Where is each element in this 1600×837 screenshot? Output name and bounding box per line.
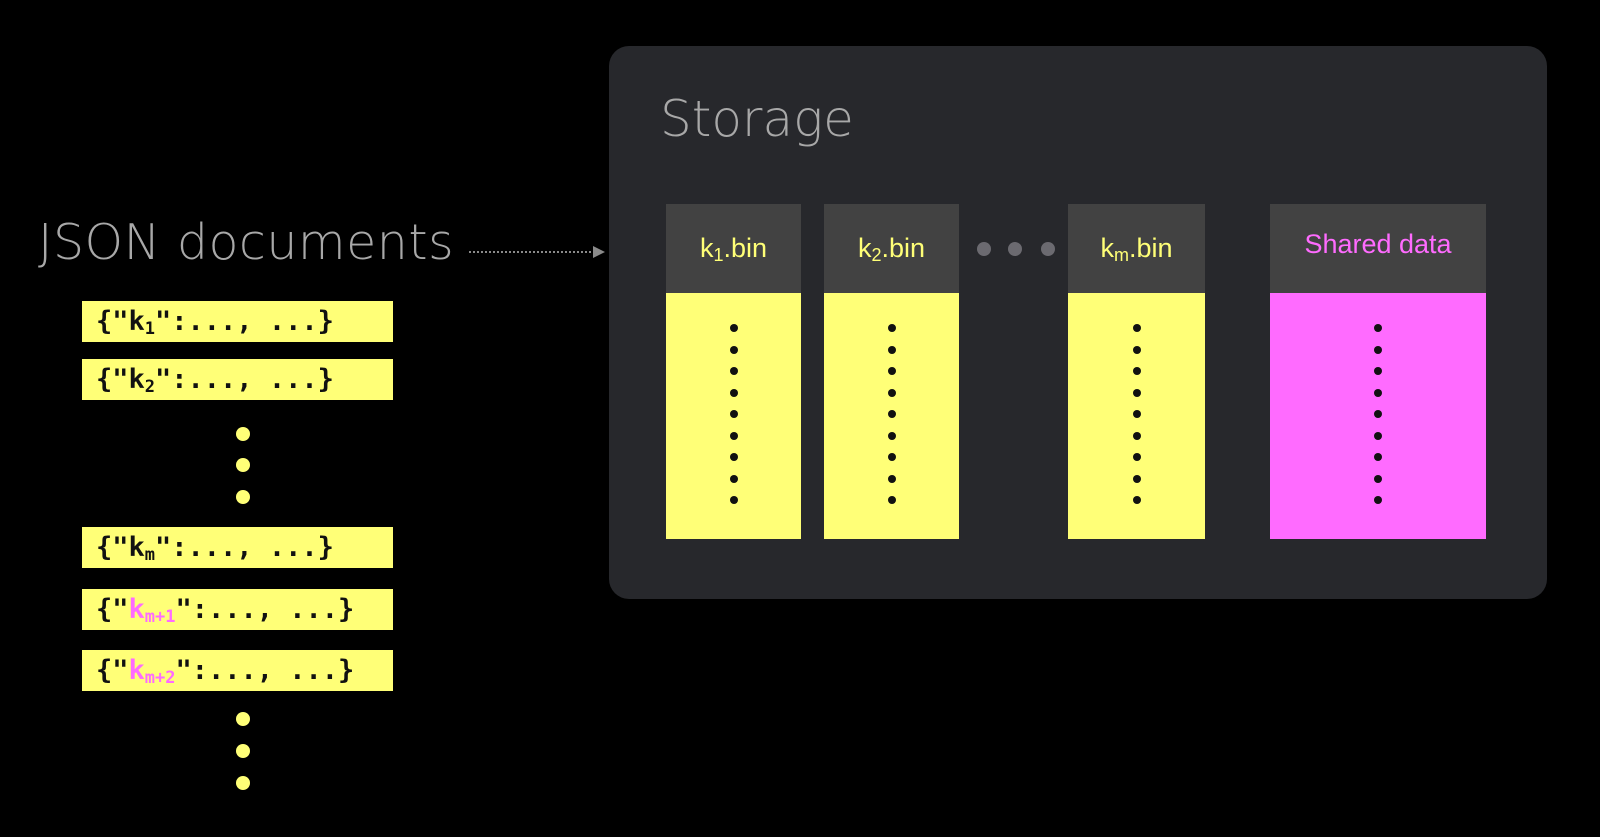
column-body — [1270, 293, 1486, 539]
ellipsis-dot — [1008, 242, 1022, 256]
arrow-icon — [469, 246, 605, 258]
vertical-ellipsis-dot — [1374, 474, 1382, 483]
vertical-ellipsis-dot — [1374, 496, 1382, 504]
vertical-ellipsis-dot — [887, 474, 896, 483]
ellipsis-dot — [236, 744, 250, 758]
vertical-ellipsis-dot — [729, 410, 738, 418]
vertical-ellipsis-dot — [1374, 453, 1382, 461]
vertical-ellipsis-dot — [887, 453, 896, 461]
vertical-ellipsis-dot — [1132, 496, 1141, 504]
vertical-ellipsis-dot — [887, 324, 896, 332]
column-k2-bin: k2.bin — [824, 204, 959, 539]
vertical-ellipsis-dot — [887, 388, 896, 397]
vertical-ellipsis-dot — [729, 367, 738, 375]
vertical-ellipsis-dot — [887, 367, 896, 375]
ellipsis-dot — [236, 427, 250, 441]
vertical-ellipsis-dot — [1374, 324, 1382, 332]
vertical-ellipsis-dot — [729, 496, 738, 504]
json-document-k1: {"k1":..., ...} — [82, 301, 393, 342]
ellipsis-dot — [236, 776, 250, 790]
column-k1-bin: k1.bin — [666, 204, 801, 539]
ellipsis-dot — [236, 458, 250, 472]
column-header: km.bin — [1068, 204, 1205, 293]
vertical-ellipsis-dot — [729, 324, 738, 332]
vertical-ellipsis-dot — [1374, 367, 1382, 375]
vertical-ellipsis-dot — [729, 388, 738, 397]
column-header: k1.bin — [666, 204, 801, 293]
storage-title: Storage — [660, 90, 854, 148]
vertical-ellipsis-dot — [887, 410, 896, 418]
column-body — [666, 293, 801, 539]
vertical-ellipsis-dot — [729, 431, 738, 440]
json-document-km2: {"km+2":..., ...} — [82, 650, 393, 691]
vertical-ellipsis-dot — [1132, 367, 1141, 375]
vertical-ellipsis-dot — [1132, 453, 1141, 461]
ellipsis-dot — [977, 242, 991, 256]
vertical-ellipsis-dot — [1374, 431, 1382, 440]
vertical-ellipsis-dot — [1374, 345, 1382, 354]
vertical-ellipsis-dot — [1132, 345, 1141, 354]
vertical-ellipsis-dot — [887, 496, 896, 504]
vertical-ellipsis-dot — [1132, 410, 1141, 418]
column-header: Shared data — [1270, 204, 1486, 293]
vertical-ellipsis-dot — [1132, 324, 1141, 332]
column-header: k2.bin — [824, 204, 959, 293]
json-documents-title: JSON documents — [38, 214, 455, 271]
vertical-ellipsis-dot — [1374, 388, 1382, 397]
column-body — [824, 293, 959, 539]
json-document-km: {"km":..., ...} — [82, 527, 393, 568]
json-document-km1: {"km+1":..., ...} — [82, 589, 393, 630]
vertical-ellipsis-dot — [729, 474, 738, 483]
vertical-ellipsis-dot — [1132, 431, 1141, 440]
vertical-ellipsis-dot — [1132, 474, 1141, 483]
vertical-ellipsis-dot — [729, 453, 738, 461]
vertical-ellipsis-dot — [887, 431, 896, 440]
ellipsis-dot — [236, 490, 250, 504]
vertical-ellipsis-dot — [887, 345, 896, 354]
vertical-ellipsis-dot — [1374, 410, 1382, 418]
column-shared-data: Shared data — [1270, 204, 1486, 539]
vertical-ellipsis-dot — [729, 345, 738, 354]
json-document-k2: {"k2":..., ...} — [82, 359, 393, 400]
column-body — [1068, 293, 1205, 539]
ellipsis-dot — [1041, 242, 1055, 256]
column-km-bin: km.bin — [1068, 204, 1205, 539]
vertical-ellipsis-dot — [1132, 388, 1141, 397]
ellipsis-dot — [236, 712, 250, 726]
